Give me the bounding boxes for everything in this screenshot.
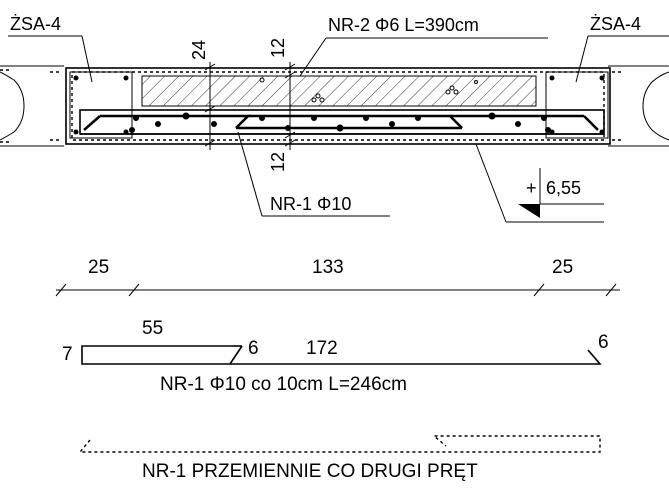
- label-zsa-left: ŻSA-4: [10, 14, 61, 34]
- rebar-dots: [129, 112, 551, 133]
- label-zsa-right: ŻSA-4: [590, 14, 641, 34]
- hook-left-outer: [83, 115, 101, 131]
- dimension-line: [55, 283, 620, 297]
- dim-133: 133: [312, 257, 344, 278]
- label-nr2: NR-2 Φ6 L=390cm: [328, 15, 479, 35]
- left-zsa-block: [69, 71, 133, 139]
- label-nr1-section: NR-1 Φ10: [270, 194, 351, 214]
- dim-12-bottom: 12: [268, 152, 288, 172]
- leader-level: [475, 143, 507, 223]
- bar-dim-55: 55: [142, 318, 163, 339]
- alternate-caption: NR-1 PRZEMIENNIE CO DRUGI PRĘT: [142, 461, 478, 482]
- bar-dim-6-left: 6: [248, 338, 259, 359]
- leader-nr1: [237, 131, 263, 217]
- level-plus: +: [526, 178, 537, 198]
- hook-right-outer: [583, 115, 599, 131]
- level-value: 6,55: [546, 178, 581, 198]
- hook-right-inner: [436, 114, 463, 129]
- hatched-concrete-zone: [141, 75, 537, 107]
- dim-25-right: 25: [552, 257, 573, 278]
- right-hollow-block: [608, 65, 669, 147]
- bar-caption: NR-1 Φ10 co 10cm L=246cm: [160, 374, 407, 395]
- dim-12-top: 12: [268, 38, 288, 58]
- bar-dim-6-right: 6: [598, 332, 609, 353]
- beam-inner-outline: [71, 71, 605, 141]
- left-hollow-block: [0, 65, 64, 147]
- dim-24: 24: [189, 40, 209, 60]
- beam-section: [0, 35, 669, 223]
- bar-shape-nr1: [81, 345, 602, 365]
- beam-outline: [65, 67, 611, 145]
- right-zsa-block: [545, 71, 609, 139]
- bar-dim-172: 172: [306, 338, 338, 359]
- hook-left-inner: [232, 114, 252, 129]
- bar-dim-7: 7: [62, 344, 73, 365]
- level-triangle-icon: [518, 204, 540, 218]
- dim-25-left: 25: [88, 257, 109, 278]
- alternate-bar-dashed: [78, 435, 601, 453]
